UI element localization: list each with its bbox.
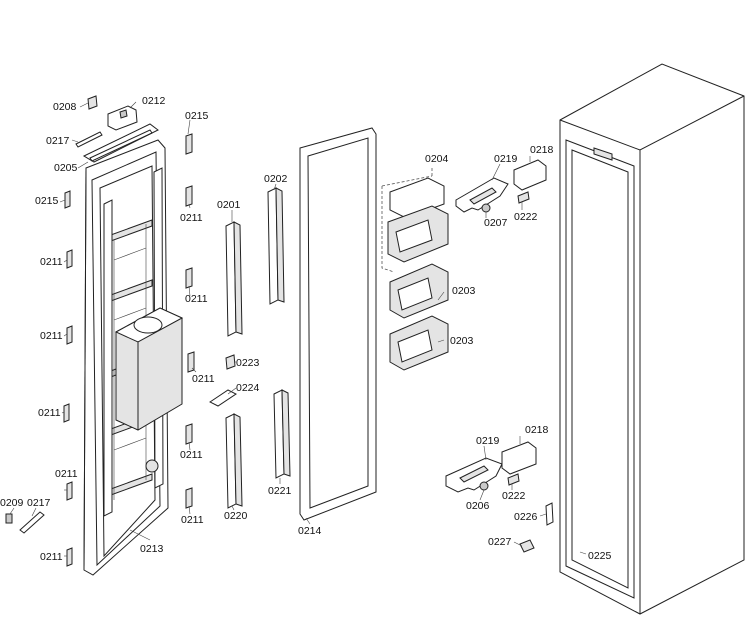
label-0217-bottom: 0217 (27, 497, 51, 509)
bracket-0226 (545, 502, 554, 526)
label-0203-lower: 0203 (450, 335, 474, 347)
lower-hinge-cover-0218 (501, 441, 537, 475)
label-0221: 0221 (268, 485, 292, 497)
refrigerator-cabinet (559, 63, 745, 615)
label-0209: 0209 (0, 497, 24, 509)
label-0211-5: 0211 (40, 551, 63, 563)
label-0225: 0225 (588, 550, 612, 562)
label-0222-top: 0222 (514, 211, 538, 223)
label-0215-side: 0215 (35, 195, 59, 207)
label-0227: 0227 (488, 536, 512, 548)
top-hinge-cover-0208 (87, 95, 98, 110)
bin-assembly-0204 (381, 168, 449, 273)
small-part-0223 (225, 354, 236, 370)
label-0211-10: 0211 (181, 514, 204, 526)
label-0214: 0214 (298, 525, 322, 537)
top-strip-0217 (75, 131, 103, 148)
label-0201: 0201 (217, 199, 241, 211)
bottom-strip-0217 (19, 511, 45, 534)
upper-spacer-0222 (517, 191, 530, 204)
lower-hinge-0206 (445, 457, 503, 493)
rail-0221 (273, 389, 291, 479)
label-0219-bottom: 0219 (476, 435, 500, 447)
small-part-0224 (209, 389, 237, 407)
lower-spacer-0222 (507, 473, 520, 486)
label-0211-1: 0211 (40, 256, 63, 268)
bin-0203-lower (389, 315, 449, 371)
upper-hinge-cover-0218 (513, 159, 547, 191)
label-0222-bottom: 0222 (502, 490, 526, 502)
bracket-0227 (519, 539, 535, 553)
label-0211-6: 0211 (180, 212, 203, 224)
rail-0202 (267, 187, 285, 305)
rail-0201 (225, 221, 243, 337)
label-0203-upper: 0203 (452, 285, 476, 297)
label-0211-2: 0211 (40, 330, 63, 342)
label-0215-top: 0215 (185, 110, 209, 122)
label-0202: 0202 (264, 173, 288, 185)
upper-hinge-0207 (455, 177, 509, 213)
door-gasket-0214 (299, 127, 377, 521)
label-0224: 0224 (236, 382, 260, 394)
label-0211-8: 0211 (192, 373, 215, 385)
label-0205: 0205 (54, 162, 78, 174)
label-0218-top: 0218 (530, 144, 554, 156)
label-0223: 0223 (236, 357, 260, 369)
label-0217-top: 0217 (46, 135, 70, 147)
rail-0220 (225, 413, 243, 509)
label-0206: 0206 (466, 500, 490, 512)
label-0211-9: 0211 (180, 449, 203, 461)
label-0211-3: 0211 (38, 407, 61, 419)
clip-group-0211 (63, 133, 195, 567)
label-0208: 0208 (53, 101, 77, 113)
label-0220: 0220 (224, 510, 248, 522)
label-0211-4: 0211 (55, 468, 78, 480)
label-0204: 0204 (425, 153, 449, 165)
label-0226: 0226 (514, 511, 538, 523)
label-0218-bottom: 0218 (525, 424, 549, 436)
door-inner-panel-0213 (83, 139, 184, 576)
label-0207: 0207 (484, 217, 508, 229)
top-frame-0205 (82, 123, 159, 163)
label-0211-7: 0211 (185, 293, 208, 305)
screw-0209 (5, 513, 13, 524)
bin-0203-upper (389, 263, 449, 319)
leader-lines (9, 101, 587, 557)
label-0219-top: 0219 (494, 153, 518, 165)
label-0212: 0212 (142, 95, 166, 107)
label-0213: 0213 (140, 543, 164, 555)
top-bracket-0212 (107, 105, 138, 131)
